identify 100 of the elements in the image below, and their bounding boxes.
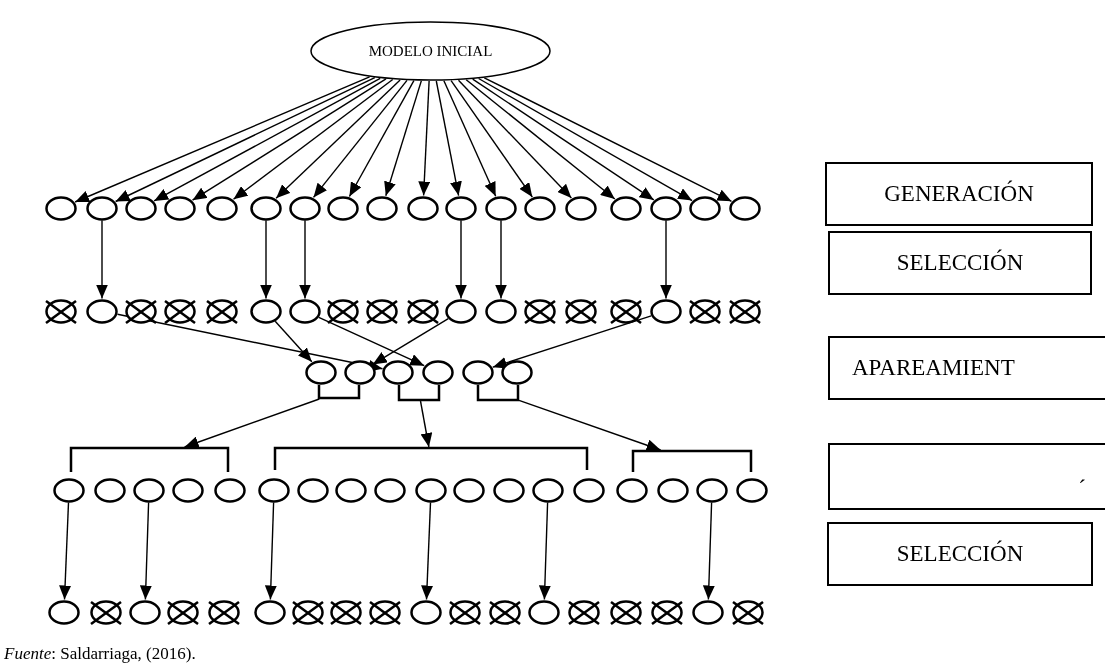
circle-symbol bbox=[485, 298, 517, 324]
circle-symbol bbox=[528, 599, 560, 625]
crossed-circle-symbol bbox=[206, 298, 238, 324]
arrow bbox=[495, 219, 507, 300]
arrow bbox=[312, 79, 408, 199]
circle-symbol bbox=[493, 477, 525, 503]
bracket bbox=[70, 447, 229, 472]
crossed-circle-symbol bbox=[90, 599, 122, 625]
circle-symbol bbox=[610, 195, 642, 221]
circle-symbol bbox=[327, 195, 359, 221]
crossed-circle-symbol bbox=[327, 298, 359, 324]
step-label: SELECCIÓN bbox=[896, 541, 1024, 567]
step-box bbox=[827, 522, 1093, 586]
crossed-circle-symbol bbox=[732, 599, 764, 625]
circle-symbol bbox=[696, 477, 728, 503]
arrow bbox=[260, 219, 272, 300]
arrow bbox=[275, 79, 401, 199]
arrow bbox=[477, 77, 693, 202]
arrow bbox=[116, 313, 384, 372]
circle-symbol bbox=[254, 599, 286, 625]
bracket bbox=[398, 385, 440, 401]
step-box bbox=[828, 336, 1105, 400]
arrow bbox=[435, 80, 462, 197]
arrow bbox=[139, 501, 152, 601]
circle-symbol bbox=[53, 477, 85, 503]
circle-symbol bbox=[410, 599, 442, 625]
arrow bbox=[153, 77, 381, 202]
oval-node bbox=[310, 21, 551, 81]
circle-symbol bbox=[485, 195, 517, 221]
arrow bbox=[183, 398, 320, 448]
circle-symbol bbox=[297, 477, 329, 503]
arrow bbox=[465, 79, 616, 200]
arrow bbox=[419, 400, 433, 448]
circle-symbol bbox=[650, 298, 682, 324]
circle-symbol bbox=[524, 195, 556, 221]
circle-symbol bbox=[129, 599, 161, 625]
circle-symbol bbox=[422, 359, 454, 385]
arrow bbox=[274, 320, 313, 363]
crossed-circle-symbol bbox=[45, 298, 77, 324]
step-label: MODELO INICIAL bbox=[367, 42, 494, 60]
arrow bbox=[455, 219, 467, 300]
circle-symbol bbox=[289, 298, 321, 324]
step-label: GENERACIÓN bbox=[884, 181, 1034, 207]
arrow bbox=[450, 79, 533, 198]
circle-symbol bbox=[453, 477, 485, 503]
circle-symbol bbox=[736, 477, 768, 503]
crossed-circle-symbol bbox=[208, 599, 240, 625]
circle-symbol bbox=[382, 359, 414, 385]
bracket bbox=[477, 385, 519, 401]
arrow bbox=[443, 80, 497, 197]
arrow bbox=[418, 80, 431, 197]
caption: Fuente: Saldarriaga, (2016). bbox=[4, 644, 196, 664]
circle-symbol bbox=[407, 195, 439, 221]
arrow bbox=[96, 219, 108, 300]
circle-symbol bbox=[45, 195, 77, 221]
circle-symbol bbox=[258, 477, 290, 503]
bracket bbox=[632, 450, 752, 472]
circle-symbol bbox=[501, 359, 533, 385]
circle-symbol bbox=[133, 477, 165, 503]
circle-symbol bbox=[305, 359, 337, 385]
step-box bbox=[828, 443, 1105, 510]
circle-symbol bbox=[729, 195, 761, 221]
crossed-circle-symbol bbox=[330, 599, 362, 625]
circle-symbol bbox=[445, 298, 477, 324]
circle-symbol bbox=[366, 195, 398, 221]
arrow bbox=[264, 501, 277, 601]
crossed-circle-symbol bbox=[167, 599, 199, 625]
arrow bbox=[483, 77, 733, 202]
circle-symbol bbox=[86, 195, 118, 221]
crossed-circle-symbol bbox=[610, 298, 642, 324]
step-box bbox=[828, 231, 1092, 295]
circle-symbol bbox=[573, 477, 605, 503]
arrow bbox=[702, 501, 715, 601]
crossed-circle-symbol bbox=[524, 298, 556, 324]
crossed-circle-symbol bbox=[651, 599, 683, 625]
circle-symbol bbox=[172, 477, 204, 503]
circle-symbol bbox=[86, 298, 118, 324]
crossed-circle-symbol bbox=[125, 298, 157, 324]
arrow bbox=[518, 399, 662, 452]
circle-symbol bbox=[250, 195, 282, 221]
crossed-circle-symbol bbox=[407, 298, 439, 324]
arrow bbox=[318, 316, 425, 367]
arrow bbox=[191, 78, 387, 201]
circle-symbol bbox=[692, 599, 724, 625]
arrow bbox=[59, 501, 72, 601]
crossed-circle-symbol bbox=[610, 599, 642, 625]
crossed-circle-symbol bbox=[689, 298, 721, 324]
crossed-circle-symbol bbox=[292, 599, 324, 625]
step-label: ´ bbox=[1078, 476, 1086, 502]
circle-symbol bbox=[532, 477, 564, 503]
crossed-circle-symbol bbox=[369, 599, 401, 625]
crossed-circle-symbol bbox=[449, 599, 481, 625]
arrow bbox=[421, 501, 434, 601]
step-box bbox=[825, 162, 1093, 226]
circle-symbol bbox=[289, 195, 321, 221]
bracket bbox=[318, 385, 360, 399]
arrow bbox=[299, 219, 311, 300]
bracket bbox=[274, 447, 588, 470]
crossed-circle-symbol bbox=[729, 298, 761, 324]
circle-symbol bbox=[125, 195, 157, 221]
